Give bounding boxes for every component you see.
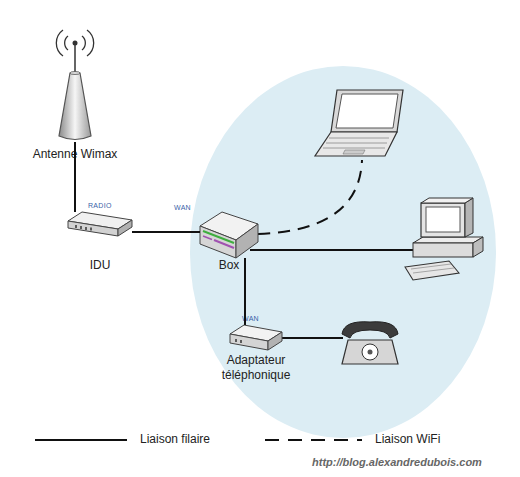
node-label: Box [199,258,259,273]
port-label: RADIO [88,201,128,210]
box-icon [200,212,258,258]
laptop-icon [315,90,403,156]
node-label: Adaptateur téléphonique [206,353,306,383]
watermark: http://blog.alexandredubois.com [312,455,482,470]
wifi-link [258,160,362,234]
idu-node: RADIOIDU [68,212,132,236]
legend-text: Liaison filaire [140,432,210,447]
adapter-node: WANAdaptateur téléphonique [230,325,282,350]
wired-link [244,258,246,325]
legend-dashed-sample [265,439,362,441]
legend-text: Liaison WiFi [375,432,440,447]
antenna-icon [55,25,95,142]
box-node: WANBox [200,212,258,258]
legend-solid-sample [35,439,127,441]
node-label: Antenne Wimax [15,147,135,162]
wired-link [280,337,343,339]
node-label: IDU [70,258,130,273]
antenna-node: Antenne Wimax [55,25,95,142]
port-label: WAN [174,203,204,212]
wired-link [74,142,76,212]
telephone-icon [342,322,398,364]
desktop-icon [405,198,483,280]
wired-link [250,249,414,251]
port-label: WAN [242,314,272,323]
home-zone [190,66,496,438]
adapter-icon [230,325,282,350]
idu-icon [68,212,132,236]
wired-link [132,231,200,233]
